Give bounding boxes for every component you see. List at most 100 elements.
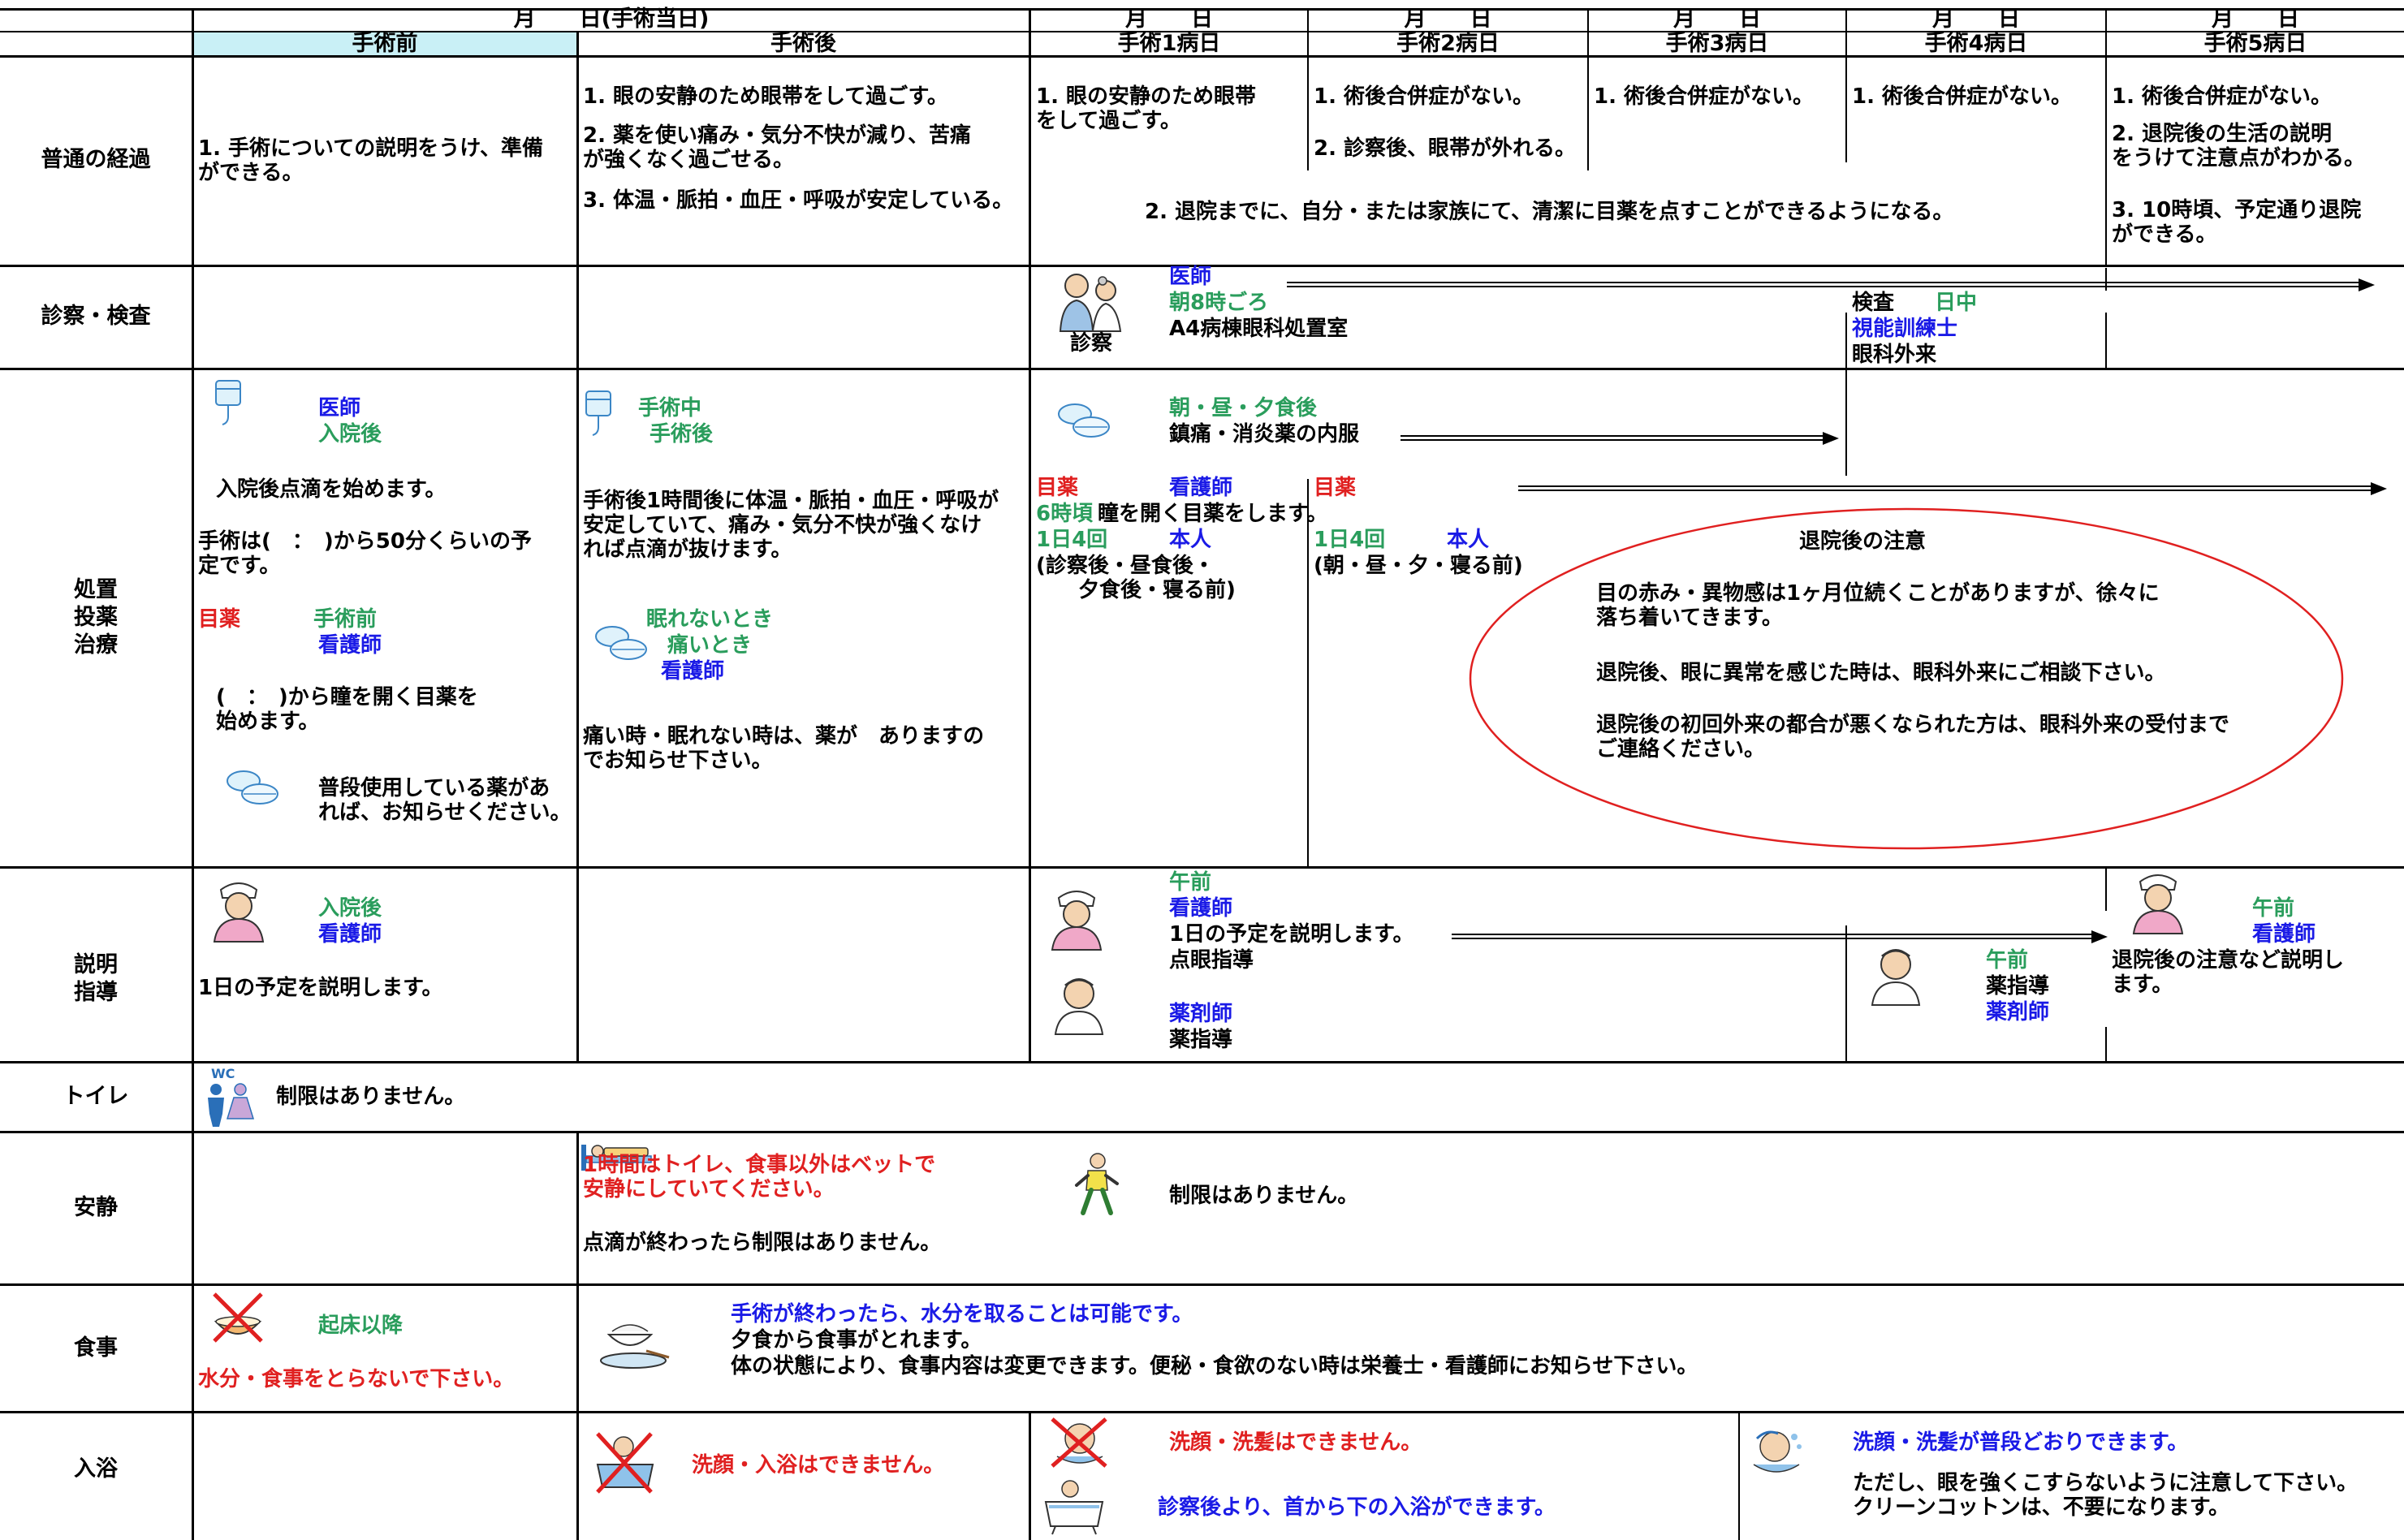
no-bath-icon [596,1432,654,1494]
exam-daytime: 日中 [1935,291,1978,315]
meal-post-3: 体の状態により、食事内容は変更できます。便秘・食欲のない時は栄養士・看護師にお知… [731,1354,1698,1378]
rest-post-1: 1時間はトイレ、食事以外はベットで 安静にしていてください。 [583,1153,936,1201]
eyedrop-arrow [1518,482,2387,495]
row-label-progress: 普通の経過 [41,147,151,172]
washing-face-icon [1753,1430,1802,1473]
guide-d1-eyedrop: 点眼指導 [1169,948,1254,973]
treat-pre-dilate: ( ： )から瞳を開く目薬を 始めます。 [216,685,478,734]
guide-d5-nurse: 看護師 [2252,922,2316,947]
treat-pre-eyedrop: 目薬 [198,607,241,632]
painkiller-arrow [1401,432,1839,445]
header-date-d5: 月 日 [2212,6,2299,32]
guidance-arrow [1452,930,2108,943]
guide-d1-pharmacist: 薬剤師 [1169,1002,1233,1026]
exam-clinic: 眼科外来 [1852,343,1937,367]
treat-post-after: 手術後 [650,422,714,446]
toilet-text: 制限はありません。 [276,1085,466,1109]
exam-doctor: 医師 [1169,265,1212,289]
treat-d1-eyedrop: 目薬 [1036,476,1079,500]
no-wash-face-icon [1051,1417,1107,1468]
progress-d5-2: 2. 退院後の生活の説明 をうけて注意点がわかる。 [2112,122,2366,170]
treat-pre-before-op: 手術前 [313,607,378,632]
exam-icon-label: 診察 [1070,331,1113,356]
pill-icon-d1 [1058,403,1110,438]
iv-drip-icon [215,380,241,425]
treat-pre-after-admission: 入院後 [318,422,382,446]
treat-post-sleep: 眠れないとき [646,607,774,632]
progress-post-3: 3. 体温・脈拍・血圧・呼吸が安定している。 [583,188,1014,213]
treat-pre-nurse: 看護師 [318,633,382,658]
pill-icon-post [595,626,647,660]
nurse-icon-d5 [2132,874,2184,934]
header-date-d1: 月 日 [1125,6,1213,32]
progress-d3: 1. 術後合併症がない。 [1594,84,1815,109]
row-label-treatment: 処置 投薬 治療 [74,577,118,658]
treat-d1-6am: 6時頃 [1036,502,1094,526]
bed-icon [581,1145,652,1171]
treat-pre-meds: 普段使用している薬があ れば、お知らせください。 [318,776,572,825]
discharge-notes-title: 退院後の注意 [1799,529,1927,554]
walking-person-icon [1075,1153,1119,1215]
treat-post-pain-text: 痛い時・眠れない時は、薬が ありますの でお知らせ下さい。 [583,724,985,773]
treat-d2-timing: (朝・昼・夕・寝る前) [1314,554,1523,578]
treat-d1-timing: (診察後・昼食後・ 夕食後・寝る前) [1036,554,1236,602]
row-label-rest: 安静 [74,1195,118,1220]
bath-d4-note: ただし、眼を強くこすらないように注意して下さい。 クリーンコットンは、不要になり… [1853,1471,2359,1520]
progress-post-2: 2. 薬を使い痛み・気分不快が減り、苦痛 が強くなく過ごせる。 [583,123,971,172]
row-label-toilet: トイレ [63,1084,129,1109]
treat-meals: 朝・昼・夕食後 [1169,396,1318,421]
rest-post-2: 点滴が終わったら制限はありません。 [583,1231,942,1255]
pharmacist-icon-d1 [1054,978,1104,1035]
wc-icon-label: WC [211,1066,235,1081]
nurse-icon [213,882,265,943]
header-col-d5: 手術5病日 [2203,31,2307,56]
treat-post-iv: 手術後1時間後に体温・脈拍・血圧・呼吸が 安定していて、痛み・気分不快が強くなけ… [583,489,999,562]
guide-d5-am: 午前 [2252,896,2295,921]
treat-post-nurse: 看護師 [661,659,725,684]
treat-post-pain: 痛いとき [667,633,753,658]
meal-post-2: 夕食から食事がとれます。 [731,1328,982,1352]
exam-time: 朝8時ごろ [1169,291,1269,315]
header-col-d3: 手術3病日 [1665,31,1769,56]
guide-pre-nurse: 看護師 [318,922,382,947]
row-label-exam: 診察・検査 [41,304,151,329]
treat-painkiller: 鎮痛・消炎薬の内服 [1169,422,1360,446]
meal-pre-no: 水分・食事をとらないで下さい。 [198,1367,515,1391]
header-date-d4: 月 日 [1932,6,2020,32]
bath-post: 洗顔・入浴はできません。 [692,1453,945,1477]
nurse-icon-d1 [1051,891,1103,951]
progress-d5-3: 3. 10時頃、予定通り退院 ができる。 [2112,198,2362,247]
progress-d4: 1. 術後合併症がない。 [1852,84,2073,109]
doctor-exam-icon [1059,274,1122,332]
guide-d1-nurse: 看護師 [1169,896,1233,921]
guide-pre-after-admission: 入院後 [318,896,382,921]
pharmacist-icon-d4 [1871,949,1921,1006]
progress-post-1: 1. 眼の安静のため眼帯をして過ごす。 [583,84,948,109]
bath-d1-bath: 診察後より、首から下の入浴ができます。 [1158,1495,1556,1520]
treat-d2-self: 本人 [1447,528,1490,552]
meal-tray-icon [600,1324,670,1369]
bath-d1-no: 洗顔・洗髪はできません。 [1169,1430,1422,1455]
header-date-d2: 月 日 [1404,6,1492,32]
meal-pre-wake: 起床以降 [318,1314,404,1338]
header-surgery-day: 月 日(手術当日) [513,6,710,32]
exam-arrow [1287,278,2375,291]
row-label-meal: 食事 [74,1335,118,1361]
progress-pre: 1. 手術についての説明をうけ、準備 ができる。 [198,136,543,185]
bath-d4-ok: 洗顔・洗髪が普段どおりできます。 [1853,1430,2189,1455]
treat-d1-nurse: 看護師 [1169,476,1233,500]
treat-d2-eyedrop: 目薬 [1314,476,1357,500]
wc-icon: WC [208,1066,255,1127]
meal-post-1: 手術が終わったら、水分を取ることは可能です。 [731,1302,1193,1326]
exam-orthoptist: 視能訓練士 [1852,317,1958,341]
treat-d1-4times: 1日4回 [1036,528,1108,552]
exam-test: 検査 [1852,291,1895,315]
treat-d2-4times: 1日4回 [1314,528,1386,552]
treat-pre-doctor: 医師 [318,396,361,421]
header-col-pre: 手術前 [352,31,418,56]
rest-d1: 制限はありません。 [1169,1184,1359,1208]
treat-pre-schedule: 手術は( ： )から50分くらいの予 定です。 [198,529,532,578]
guide-d4-pharmacist: 薬剤師 [1986,1000,2050,1025]
progress-d2-1: 1. 術後合併症がない。 [1314,84,1534,109]
guide-d1-am: 午前 [1169,870,1212,895]
